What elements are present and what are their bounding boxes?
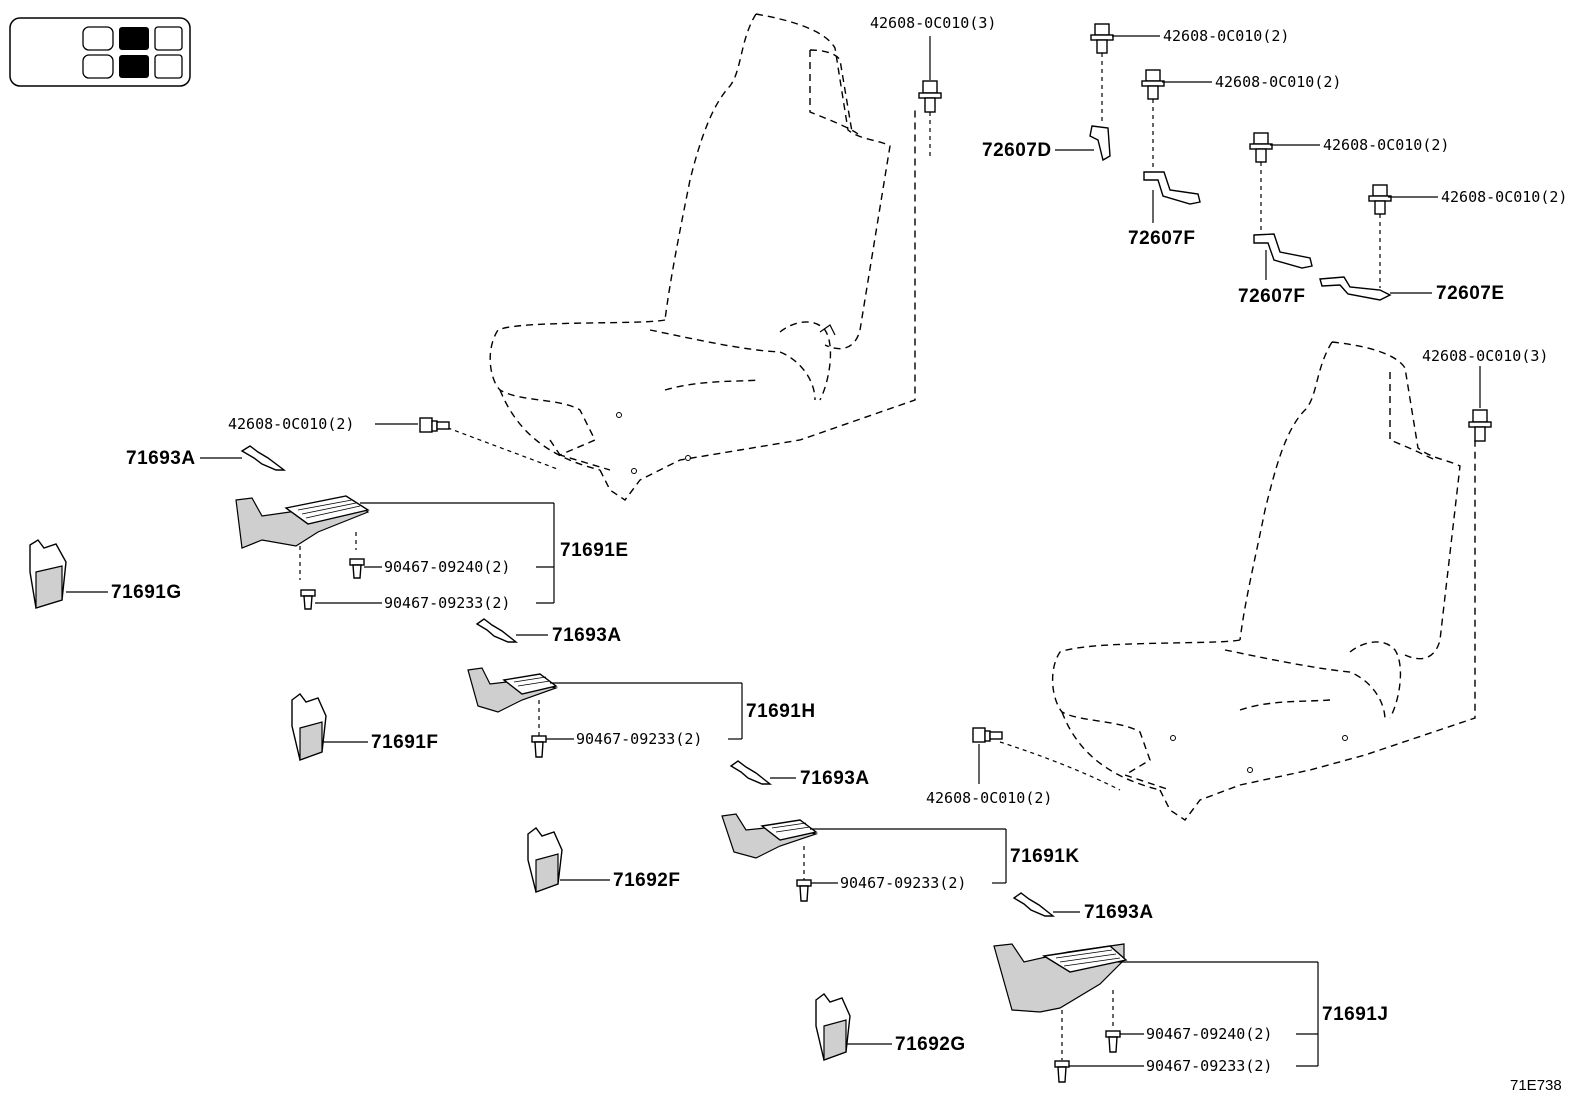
callout-label: 42608-0C010(3) — [870, 14, 996, 32]
bolt-icon — [1090, 23, 1114, 122]
callout-label: 42608-0C010(2) — [1163, 27, 1289, 45]
callout-label: 71692F — [613, 870, 680, 891]
bracket-72607e-icon — [1319, 276, 1392, 301]
callout-label: 42608-0C010(2) — [1215, 73, 1341, 91]
cover-71691g-icon — [29, 539, 67, 609]
callout-label: 72607F — [1238, 286, 1305, 307]
callout-label: 90467-09240(2) — [1146, 1025, 1272, 1043]
bolt-icon — [918, 80, 942, 160]
callout-label: 71691F — [371, 732, 438, 753]
callout-label: 42608-0C010(3) — [1422, 347, 1548, 365]
bolt-icon — [1468, 409, 1492, 442]
cover-71691h-icon — [467, 667, 559, 736]
bracket-72607f-icon — [1143, 171, 1201, 205]
push-clip-icon — [796, 879, 812, 902]
front-seat-outline — [439, 13, 916, 501]
callout-label: 42608-0C010(2) — [926, 789, 1052, 807]
callout-label: 71693A — [800, 768, 870, 789]
callout-label: 90467-09233(2) — [576, 730, 702, 748]
callout-label: 72607F — [1128, 228, 1195, 249]
callout-label: 71691H — [746, 701, 816, 722]
callout-label: 71691K — [1010, 846, 1080, 867]
callout-label: 90467-09233(2) — [1146, 1057, 1272, 1075]
callout-label: 42608-0C010(2) — [228, 415, 354, 433]
callout-label: 71693A — [552, 625, 622, 646]
callout-label: 71693A — [1084, 902, 1154, 923]
callout-label: 71691G — [111, 582, 182, 603]
callout-label: 72607E — [1436, 283, 1505, 304]
bolt-icon — [419, 417, 450, 433]
push-clip-icon — [349, 558, 365, 579]
clip-71693a-icon — [729, 760, 773, 785]
clip-71693a-icon — [1012, 892, 1056, 917]
bracket-72607d-icon — [1089, 125, 1111, 162]
callout-label: 90467-09233(2) — [840, 874, 966, 892]
cover-71692f-icon — [527, 827, 563, 893]
cover-71691j-icon — [993, 943, 1128, 1060]
seat-position-icon — [9, 17, 191, 87]
diagram-code: 71E738 — [1510, 1077, 1562, 1094]
callout-label: 71691E — [560, 540, 629, 561]
cover-71691f-icon — [291, 693, 327, 761]
bolt-icon — [1368, 184, 1392, 288]
bracket-72607f-icon — [1253, 233, 1313, 269]
callout-label: 90467-09240(2) — [384, 558, 510, 576]
cover-71691k-icon — [721, 813, 819, 880]
push-clip-icon — [300, 589, 316, 610]
bolt-icon — [972, 727, 1003, 743]
rear-seat-outline — [999, 341, 1476, 821]
cover-71692g-icon — [815, 993, 851, 1061]
callout-label: 71693A — [126, 448, 196, 469]
push-clip-icon — [1054, 1060, 1070, 1083]
bolt-icon — [1249, 132, 1273, 233]
callout-label: 90467-09233(2) — [384, 594, 510, 612]
callout-label: 42608-0C010(2) — [1441, 188, 1567, 206]
leader-lines — [66, 35, 1481, 1067]
clip-71693a-icon — [475, 618, 519, 643]
callout-label: 71692G — [895, 1034, 966, 1055]
callout-label: 71691J — [1322, 1004, 1388, 1025]
push-clip-icon — [531, 735, 547, 758]
cover-71691e-icon — [235, 495, 370, 580]
push-clip-icon — [1105, 1030, 1121, 1053]
callout-label: 42608-0C010(2) — [1323, 136, 1449, 154]
bolt-icon — [1141, 69, 1165, 170]
callout-label: 72607D — [982, 140, 1052, 161]
clip-71693a-icon — [240, 445, 287, 471]
